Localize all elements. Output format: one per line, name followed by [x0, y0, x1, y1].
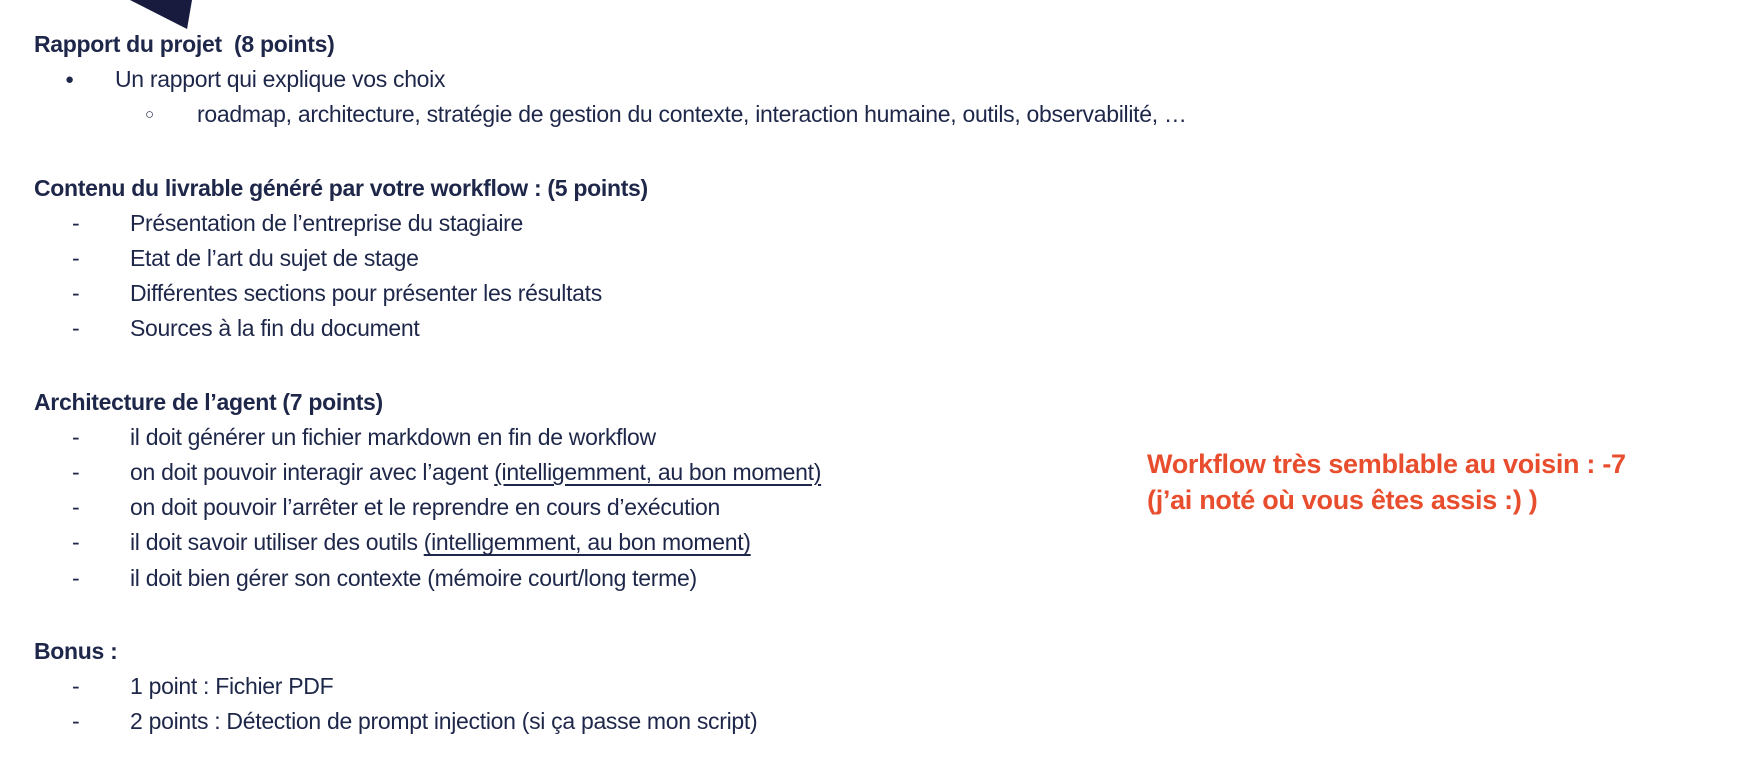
list-item: - il doit bien gérer son contexte (mémoi… — [34, 561, 1534, 596]
section-heading: Rapport du projet (8 points) — [34, 31, 335, 57]
list-item-text: Sources à la fin du document — [130, 315, 420, 342]
list-item: ● Un rapport qui explique vos choix — [34, 62, 1534, 97]
dash-bullet-icon: - — [72, 209, 80, 236]
list-item: - Présentation de l’entreprise du stagia… — [34, 206, 1534, 241]
list-item-text: il doit générer un fichier markdown en f… — [130, 423, 656, 450]
list-item-underlined-text: (intelligemment, au bon moment) — [494, 459, 822, 486]
list-item-text: 1 point : Fichier PDF — [130, 673, 334, 700]
dash-bullet-icon: - — [72, 245, 80, 272]
dash-bullet-icon: - — [72, 673, 80, 700]
section-heading: Contenu du livrable généré par votre wor… — [34, 174, 648, 201]
rubric-content: Rapport du projet (8 points) ● Un rappor… — [34, 27, 1534, 739]
list-item: - on doit pouvoir interagir avec l’agent… — [34, 455, 1534, 490]
section-contenu-du-livrable: Contenu du livrable généré par votre wor… — [34, 171, 1534, 347]
list-item-text: Présentation de l’entreprise du stagiair… — [130, 209, 523, 236]
dash-bullet-icon: - — [72, 280, 80, 307]
list-item: - il doit générer un fichier markdown en… — [34, 420, 1534, 455]
list-item: - Différentes sections pour présenter le… — [34, 276, 1534, 311]
dash-bullet-icon: - — [72, 708, 80, 735]
list-item: - 2 points : Détection de prompt injecti… — [34, 704, 1534, 739]
section-bonus: Bonus : - 1 point : Fichier PDF - 2 poin… — [34, 634, 1534, 740]
list-item: - 1 point : Fichier PDF — [34, 669, 1534, 704]
section-heading: Architecture de l’agent (7 points) — [34, 388, 383, 415]
dash-bullet-icon: - — [72, 564, 80, 591]
annotation-line-1: Workflow très semblable au voisin : -7 — [1147, 449, 1626, 479]
grader-annotation: Workflow très semblable au voisin : -7 (… — [1147, 446, 1727, 518]
list-item: ○ roadmap, architecture, stratégie de ge… — [34, 97, 1534, 132]
section-architecture-agent: Architecture de l’agent (7 points) - il … — [34, 385, 1534, 596]
bullet-icon: ● — [65, 71, 74, 89]
list-item-text: Différentes sections pour présenter les … — [130, 280, 602, 307]
corner-triangle-decoration — [130, 0, 192, 29]
list-item-text: il doit savoir utiliser des outils — [130, 529, 424, 556]
list-item-text: roadmap, architecture, stratégie de gest… — [197, 101, 1187, 128]
section-heading: Bonus : — [34, 637, 118, 664]
dash-bullet-icon: - — [72, 494, 80, 521]
list-item-text: Etat de l’art du sujet de stage — [130, 245, 419, 272]
dash-bullet-icon: - — [72, 529, 80, 556]
list-item-underlined-text: (intelligemment, au bon moment) — [423, 529, 751, 556]
list-item-text: on doit pouvoir l’arrêter et le reprendr… — [130, 494, 720, 521]
list-item-text: 2 points : Détection de prompt injection… — [130, 708, 758, 735]
dash-bullet-icon: - — [72, 315, 80, 342]
list-item-text: Un rapport qui explique vos choix — [115, 66, 446, 93]
annotation-line-2: (j’ai noté où vous êtes assis :) ) — [1147, 485, 1538, 515]
section-rapport-du-projet: Rapport du projet (8 points) ● Un rappor… — [34, 27, 1534, 133]
list-item-text: il doit bien gérer son contexte (mémoire… — [130, 564, 697, 591]
circle-bullet-icon: ○ — [145, 106, 154, 124]
list-item: - Sources à la fin du document — [34, 311, 1534, 346]
dash-bullet-icon: - — [72, 459, 80, 486]
list-item: - on doit pouvoir l’arrêter et le repren… — [34, 490, 1534, 525]
dash-bullet-icon: - — [72, 423, 80, 450]
list-item-text: on doit pouvoir interagir avec l’agent — [130, 459, 495, 486]
list-item: - Etat de l’art du sujet de stage — [34, 241, 1534, 276]
list-item: - il doit savoir utiliser des outils (in… — [34, 525, 1534, 560]
